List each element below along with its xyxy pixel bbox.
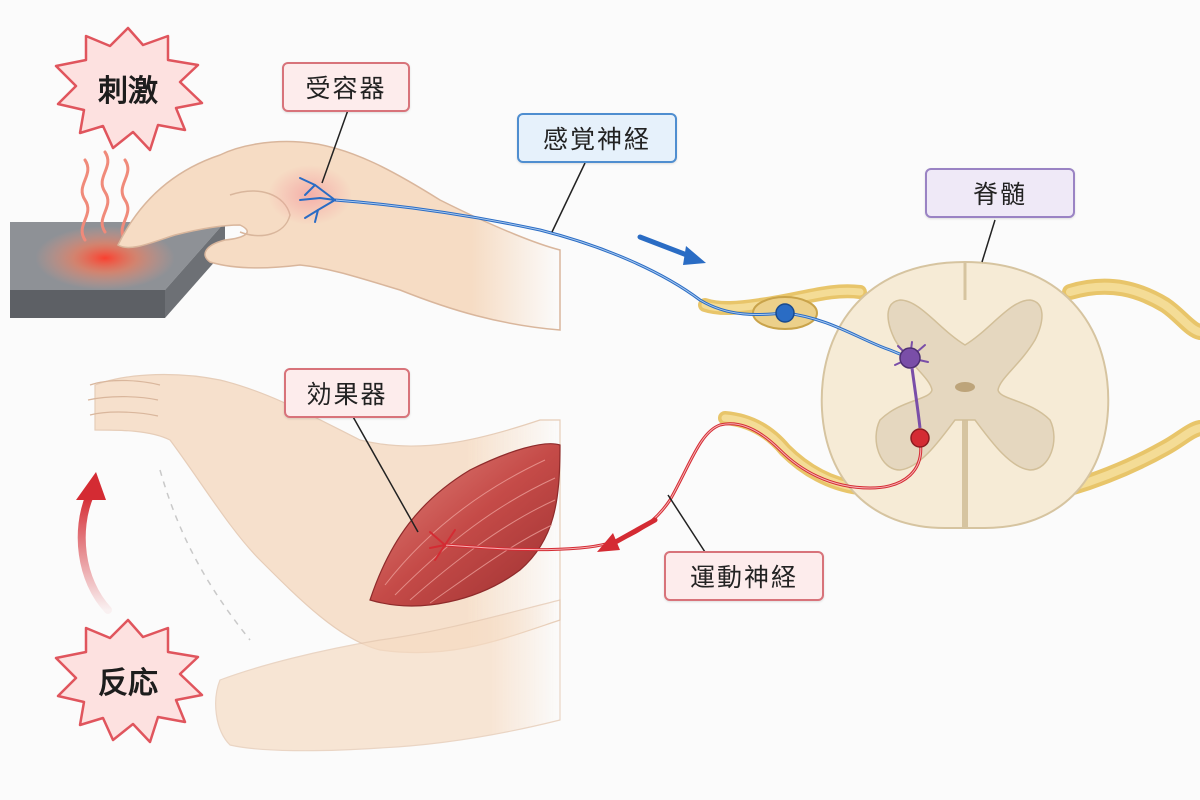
receptor-label: 受容器	[282, 62, 410, 112]
stimulus-label: 刺激	[98, 74, 158, 109]
muscle-effector	[369, 443, 561, 607]
sensory-nerve-label: 感覚神経	[517, 113, 677, 163]
effector-label: 効果器	[284, 368, 410, 418]
spinal-cord	[698, 260, 1200, 529]
upper-hand	[117, 140, 561, 331]
interneuron	[894, 341, 929, 429]
heat-waves	[80, 150, 130, 242]
sensory-nerve-path	[299, 177, 909, 360]
response-motion-arrow	[76, 472, 112, 614]
leader-lines	[321, 109, 996, 553]
spinal-cord-label: 脊髄	[925, 168, 1075, 218]
motor-direction-arrow	[597, 517, 658, 552]
starburst-icon	[54, 26, 204, 152]
hot-plate	[10, 222, 225, 318]
starburst-icon	[54, 618, 204, 744]
response-label: 反応	[98, 666, 158, 701]
motor-nerve-path	[429, 422, 930, 561]
sensory-direction-arrow	[637, 234, 706, 265]
motor-nerve-label: 運動神経	[664, 551, 824, 601]
